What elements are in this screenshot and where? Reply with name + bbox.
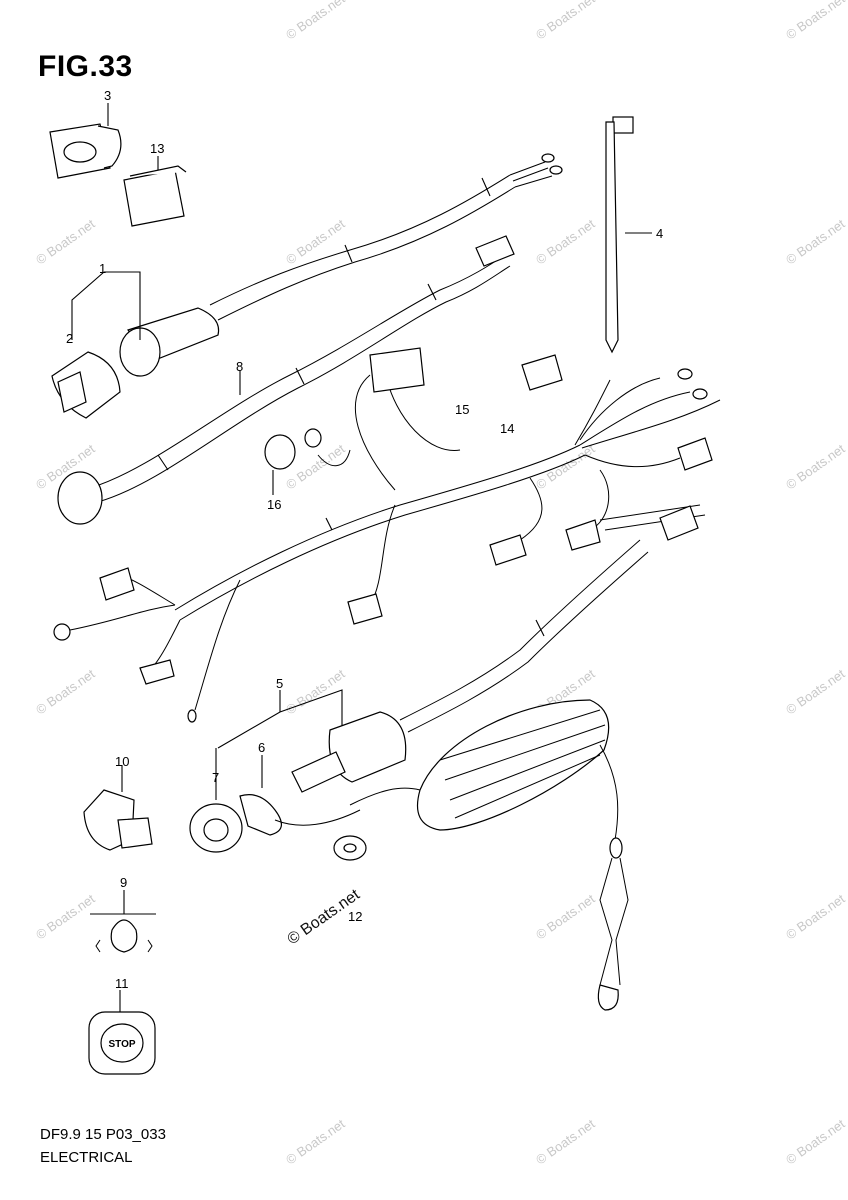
watermark: © Boats.net — [533, 1116, 598, 1168]
part-11-stop-button: STOP — [88, 990, 156, 1075]
part-7-nut — [189, 748, 243, 853]
callout-1: 1 — [99, 261, 106, 276]
callout-2: 2 — [66, 331, 73, 346]
part-5-key-switch — [217, 539, 649, 793]
part-1-switch-assembly — [71, 153, 563, 377]
watermark: © Boats.net — [533, 891, 598, 943]
watermark: © Boats.net — [33, 666, 98, 718]
part-10-plug — [83, 765, 153, 851]
figure-title: FIG.33 — [38, 50, 133, 83]
watermark: © Boats.net — [783, 666, 848, 718]
callout-13: 13 — [150, 141, 164, 156]
callout-layer: 1 2 3 4 5 6 7 8 9 10 11 12 13 14 15 16 — [66, 88, 663, 991]
watermark: © Boats.net — [283, 0, 348, 42]
watermark: © Boats.net — [783, 1116, 848, 1168]
part-12-washer — [333, 835, 367, 861]
part-6-lockwasher — [239, 755, 361, 836]
part-14-wiring-harness — [53, 347, 721, 723]
watermark: © Boats.net — [33, 891, 98, 943]
watermark: © Boats.net — [783, 0, 848, 42]
callout-4: 4 — [656, 226, 663, 241]
part-16-grommet — [264, 428, 351, 495]
callout-11: 11 — [115, 976, 129, 991]
watermark: © Boats.net — [533, 0, 598, 42]
watermark: © Boats.net — [33, 216, 98, 268]
coiled-cord — [349, 699, 629, 1011]
callout-15: 15 — [455, 402, 469, 417]
callout-7: 7 — [212, 770, 219, 785]
part-3-grommet — [49, 103, 122, 179]
callout-10: 10 — [115, 754, 129, 769]
callout-16: 16 — [267, 497, 281, 512]
watermark: © Boats.net — [783, 441, 848, 493]
watermark: © Boats.net — [533, 216, 598, 268]
part-9-indicator — [90, 890, 156, 953]
callout-8: 8 — [236, 359, 243, 374]
footer-section: ELECTRICAL — [40, 1149, 133, 1166]
callout-5: 5 — [276, 676, 283, 691]
stop-switch-label: STOP — [108, 1039, 135, 1050]
callout-3: 3 — [104, 88, 111, 103]
watermark: © Boats.net — [283, 1116, 348, 1168]
footer-part-code: DF9.9 15 P03_033 — [40, 1126, 166, 1143]
part-2-knob — [51, 351, 121, 419]
part-4-cable-tie — [605, 116, 652, 354]
callout-14: 14 — [500, 421, 514, 436]
part-13-cap — [123, 156, 187, 227]
callout-9: 9 — [120, 875, 127, 890]
callout-12: 12 — [348, 909, 362, 924]
part-8-harness-cable — [57, 235, 515, 525]
watermark: © Boats.net — [533, 441, 598, 493]
watermark: © Boats.net — [283, 216, 348, 268]
watermark: © Boats.net — [783, 891, 848, 943]
watermark: © Boats.net — [783, 216, 848, 268]
callout-6: 6 — [258, 740, 265, 755]
